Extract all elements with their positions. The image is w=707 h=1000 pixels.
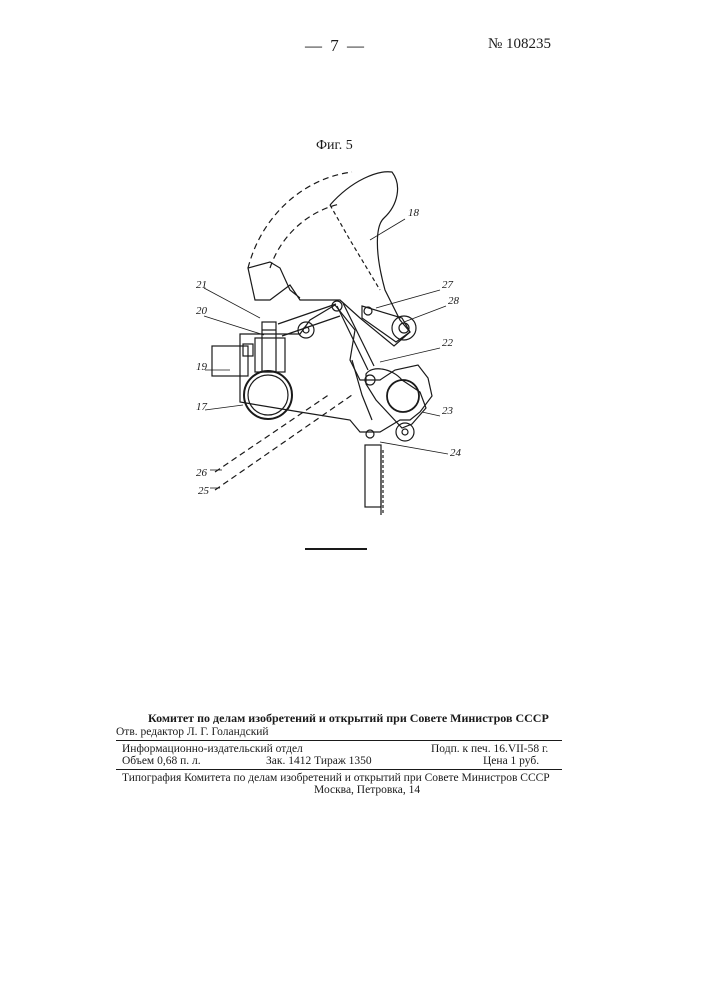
info-dept: Информационно-издательский отдел	[122, 743, 303, 755]
tube-17	[244, 371, 292, 419]
colophon-rule-bottom	[116, 769, 562, 770]
editor-line: Отв. редактор Л. Г. Голандский	[116, 726, 269, 738]
callout-28: 28	[448, 295, 460, 307]
callout-19: 19	[196, 361, 208, 373]
callout-23: 23	[442, 405, 454, 417]
shaft-22	[387, 380, 419, 412]
printer-line: Типография Комитета по делам изобретений…	[122, 772, 550, 784]
callout-18: 18	[408, 207, 420, 219]
callout-17: 17	[196, 401, 208, 413]
callout-26: 26	[196, 467, 208, 479]
order-and-print-run: Зак. 1412 Тираж 1350	[266, 755, 372, 767]
callout-24: 24	[450, 447, 462, 459]
committee-line: Комитет по делам изобретений и открытий …	[148, 711, 549, 726]
end-rule	[305, 548, 367, 550]
callout-27: 27	[442, 279, 454, 291]
colophon-rule-top	[116, 740, 562, 741]
callout-25: 25	[198, 485, 210, 497]
callout-20: 20	[196, 305, 208, 317]
pivot-24	[396, 423, 414, 441]
callout-21: 21	[196, 279, 207, 291]
callout-22: 22	[442, 337, 454, 349]
swing-arc-outer	[248, 172, 352, 268]
swing-arc-inner	[270, 204, 340, 268]
printer-address: Москва, Петровка, 14	[314, 784, 420, 796]
rod-24	[365, 445, 381, 507]
volume: Объем 0,68 п. л.	[122, 755, 201, 767]
price: Цена 1 руб.	[483, 755, 539, 767]
signed-for-print: Подп. к печ. 16.VII-58 г.	[431, 743, 548, 755]
guide-26	[215, 394, 330, 472]
